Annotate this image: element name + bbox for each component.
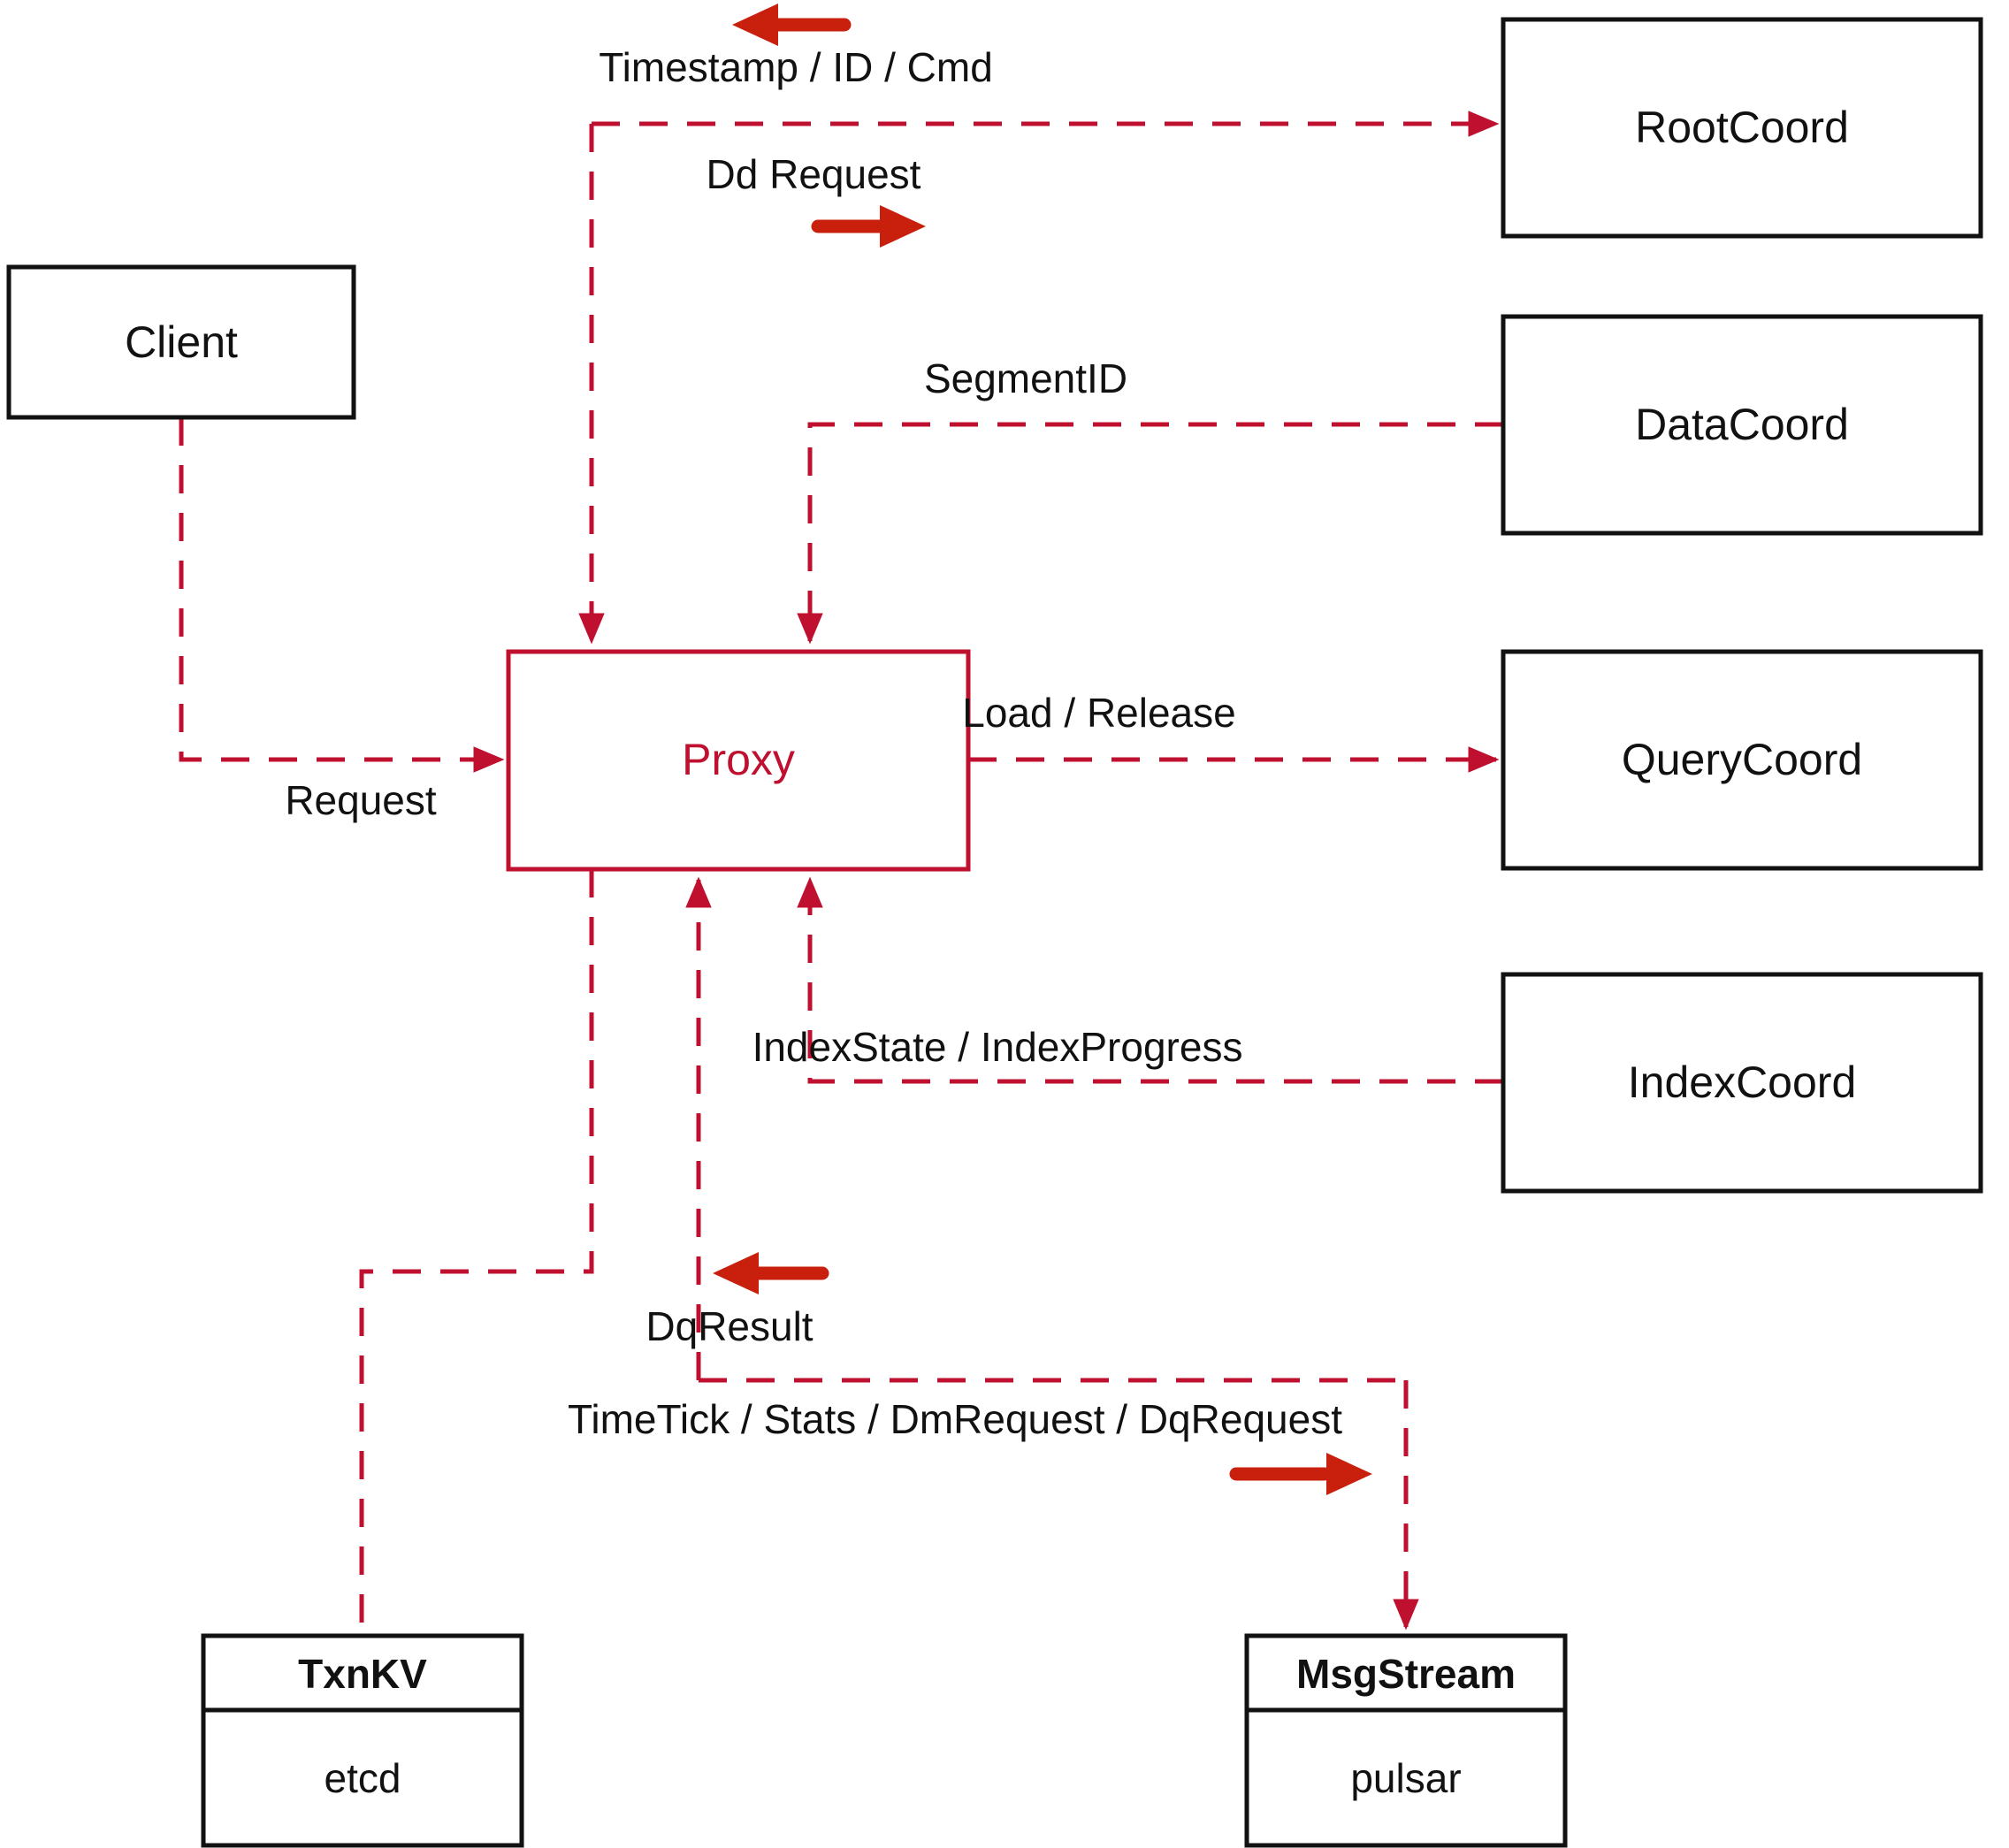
edge-datacoord-proxy <box>797 422 1503 645</box>
txnkv-title: TxnKV <box>298 1651 427 1697</box>
node-txnkv: TxnKV etcd <box>201 1633 524 1848</box>
edge-proxy-msgstream <box>685 876 1419 1630</box>
node-indexcoord: IndexCoord <box>1501 972 1983 1194</box>
edge-label-dd-request: Dd Request <box>707 151 921 197</box>
node-msgstream: MsgStream pulsar <box>1244 1633 1568 1848</box>
edge-label-timetick-stats: TimeTick / Stats / DmRequest / DqRequest <box>568 1396 1342 1442</box>
msgstream-impl: pulsar <box>1350 1755 1461 1801</box>
node-proxy: Proxy <box>506 649 971 872</box>
node-datacoord: DataCoord <box>1501 314 1983 536</box>
edge-label-dqresult: DqResult <box>645 1303 813 1349</box>
txnkv-impl: etcd <box>325 1755 401 1801</box>
proxy-label: Proxy <box>682 735 795 784</box>
rootcoord-label: RootCoord <box>1635 103 1849 152</box>
querycoord-label: QueryCoord <box>1622 735 1862 784</box>
edge-label-indexstate-indexprogress: IndexState / IndexProgress <box>752 1024 1243 1070</box>
edge-label-request: Request <box>285 777 437 823</box>
indexcoord-label: IndexCoord <box>1628 1058 1857 1107</box>
direction-arrow-right-ddrequest-icon <box>811 205 926 248</box>
client-label: Client <box>125 317 238 367</box>
node-rootcoord: RootCoord <box>1501 17 1983 239</box>
edge-label-timestamp-id-cmd: Timestamp / ID / Cmd <box>599 44 993 90</box>
direction-arrow-right-timetick-icon <box>1229 1453 1372 1495</box>
edge-proxy-txnkv <box>359 869 594 1634</box>
edge-label-load-release: Load / Release <box>962 690 1235 736</box>
node-querycoord: QueryCoord <box>1501 649 1983 871</box>
datacoord-label: DataCoord <box>1635 400 1849 449</box>
direction-arrow-left-dqresult-icon <box>713 1252 829 1294</box>
edge-proxy-rootcoord <box>578 111 1500 645</box>
edge-indexcoord-proxy <box>797 876 1503 1084</box>
node-client: Client <box>6 264 356 420</box>
edge-label-segmentid: SegmentID <box>924 355 1127 401</box>
edge-client-proxy <box>179 417 505 773</box>
direction-arrow-left-timestamp-icon <box>732 4 852 46</box>
msgstream-title: MsgStream <box>1296 1651 1516 1697</box>
